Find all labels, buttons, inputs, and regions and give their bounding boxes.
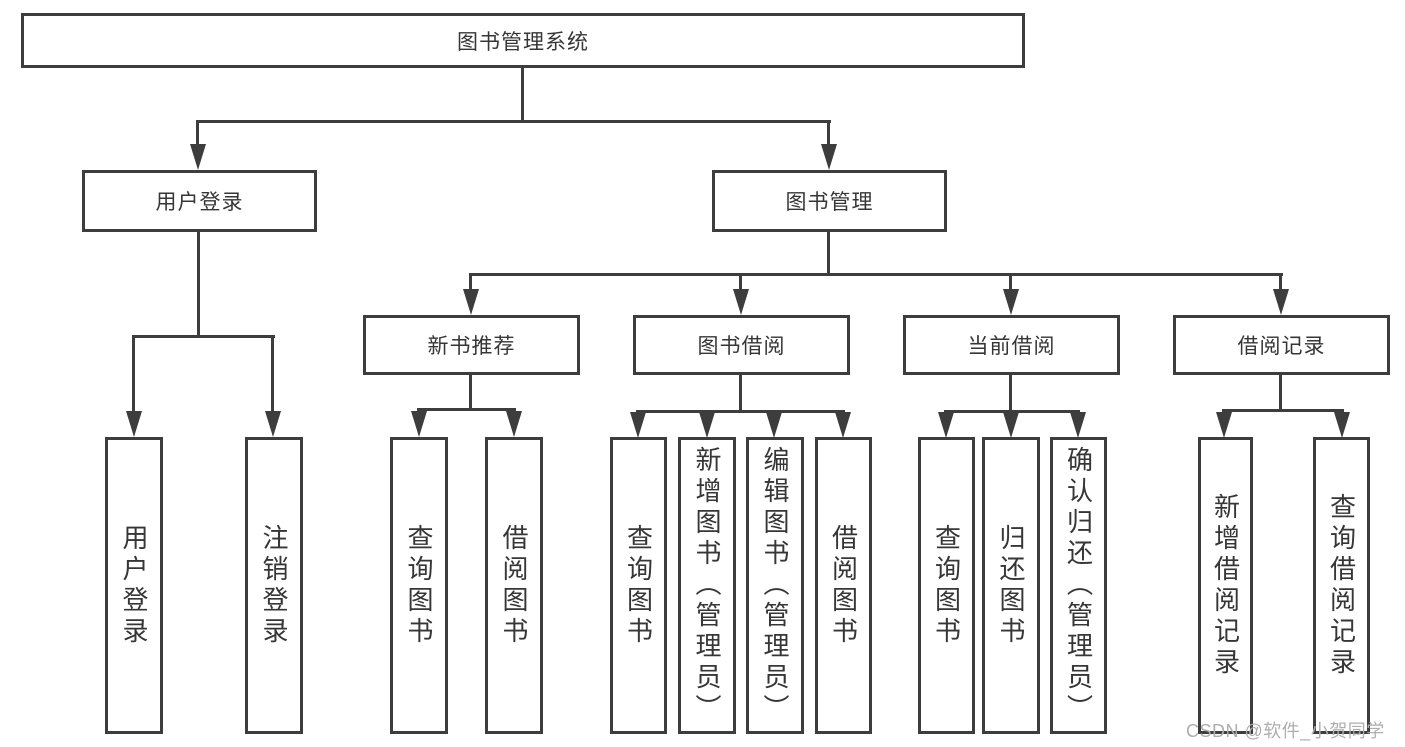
connector-user-login-drop bbox=[197, 232, 200, 335]
node-borrow-records-label: 借阅记录 bbox=[1237, 335, 1326, 358]
arrow-down-icon bbox=[190, 144, 206, 170]
connector-stem-leaf-logout bbox=[271, 335, 274, 413]
arrow-down-icon bbox=[821, 144, 837, 170]
arrow-down-icon bbox=[463, 289, 479, 315]
arrow-down-icon bbox=[630, 412, 646, 438]
node-book-borrow-label: 图书借阅 bbox=[697, 335, 786, 358]
node-root: 图书管理系统 bbox=[21, 13, 1025, 68]
node-new-book-recommend: 新书推荐 bbox=[363, 315, 580, 375]
arrow-down-icon bbox=[1273, 289, 1289, 315]
leaf-user-login-label: 用户登录 bbox=[119, 523, 149, 648]
leaf-cb-query-books-label: 查询图书 bbox=[931, 523, 962, 648]
connector-borrow-records-branch bbox=[1222, 409, 1344, 412]
connector-stem-book-borrow bbox=[739, 273, 742, 291]
arrow-down-icon bbox=[835, 412, 851, 438]
connector-stem-new-books bbox=[469, 273, 472, 291]
leaf-cb-confirm-return-admin-label: 确认归还（管理员） bbox=[1063, 446, 1094, 725]
arrow-down-icon bbox=[1003, 412, 1019, 438]
leaf-cb-return-books: 归还图书 bbox=[982, 437, 1040, 734]
leaf-user-login: 用户登录 bbox=[105, 437, 163, 734]
node-borrow-records: 借阅记录 bbox=[1173, 315, 1390, 375]
leaf-bb-query-books-label: 查询图书 bbox=[623, 523, 654, 648]
arrow-down-icon bbox=[506, 411, 522, 437]
node-root-label: 图书管理系统 bbox=[457, 30, 589, 54]
arrow-down-icon bbox=[766, 412, 782, 438]
node-book-borrow: 图书借阅 bbox=[633, 315, 850, 375]
leaf-cb-query-books: 查询图书 bbox=[918, 437, 975, 734]
connector-current-borrow-drop bbox=[1009, 375, 1012, 410]
leaf-bb-add-books-admin-label: 新增图书（管理员） bbox=[692, 446, 722, 725]
arrow-down-icon bbox=[1070, 412, 1086, 438]
arrow-down-icon bbox=[938, 412, 954, 438]
leaf-nb-query-books: 查询图书 bbox=[390, 437, 448, 734]
connector-new-books-branch bbox=[418, 408, 516, 411]
connector-current-borrow-branch bbox=[945, 410, 1080, 413]
arrow-down-icon bbox=[265, 411, 281, 437]
leaf-logout: 注销登录 bbox=[245, 437, 303, 734]
connector-stem-borrow-records bbox=[1279, 273, 1282, 291]
leaf-bb-add-books-admin: 新增图书（管理员） bbox=[678, 437, 736, 734]
leaf-br-add-record: 新增借阅记录 bbox=[1198, 437, 1253, 734]
connector-book-mgmt-branch bbox=[470, 273, 1283, 276]
node-book-management-label: 图书管理 bbox=[785, 191, 874, 214]
leaf-bb-edit-books-admin-label: 编辑图书（管理员） bbox=[760, 446, 790, 725]
csdn-watermark: CSDN @软件_小贺同学 bbox=[1186, 721, 1385, 741]
connector-new-books-drop bbox=[469, 375, 472, 408]
leaf-br-query-record: 查询借阅记录 bbox=[1313, 437, 1370, 734]
connector-user-login-branch bbox=[132, 335, 275, 338]
leaf-nb-query-books-label: 查询图书 bbox=[404, 523, 434, 648]
connector-stem-user-login bbox=[196, 120, 199, 148]
arrow-down-icon bbox=[699, 412, 715, 438]
connector-stem-leaf-user-login bbox=[132, 335, 135, 413]
connector-book-borrow-drop bbox=[739, 375, 742, 410]
leaf-bb-query-books: 查询图书 bbox=[610, 437, 667, 734]
connector-book-mgmt-drop bbox=[827, 232, 830, 273]
leaf-nb-borrow-books-label: 借阅图书 bbox=[499, 523, 529, 648]
connector-borrow-records-drop bbox=[1279, 375, 1282, 409]
node-user-login-label: 用户登录 bbox=[155, 191, 244, 214]
node-user-login: 用户登录 bbox=[82, 170, 317, 232]
node-book-management: 图书管理 bbox=[712, 170, 947, 232]
leaf-logout-label: 注销登录 bbox=[259, 523, 289, 648]
connector-stem-current-borrow bbox=[1009, 273, 1012, 291]
arrow-down-icon bbox=[126, 411, 142, 437]
arrow-down-icon bbox=[733, 289, 749, 315]
leaf-bb-borrow-books-label: 借阅图书 bbox=[828, 523, 859, 648]
node-current-borrow: 当前借阅 bbox=[903, 315, 1120, 375]
leaf-cb-return-books-label: 归还图书 bbox=[996, 523, 1026, 648]
leaf-bb-borrow-books: 借阅图书 bbox=[815, 437, 872, 734]
node-current-borrow-label: 当前借阅 bbox=[967, 335, 1056, 358]
connector-book-borrow-branch bbox=[637, 410, 845, 413]
arrow-down-icon bbox=[1334, 412, 1350, 438]
arrow-down-icon bbox=[411, 411, 427, 437]
leaf-br-add-record-label: 新增借阅记录 bbox=[1210, 492, 1241, 679]
arrow-down-icon bbox=[1003, 289, 1019, 315]
connector-stem-book-mgmt bbox=[827, 120, 830, 148]
arrow-down-icon bbox=[1216, 412, 1232, 438]
connector-root-drop bbox=[521, 68, 524, 120]
leaf-nb-borrow-books: 借阅图书 bbox=[485, 437, 543, 734]
leaf-bb-edit-books-admin: 编辑图书（管理员） bbox=[746, 437, 804, 734]
node-new-book-recommend-label: 新书推荐 bbox=[427, 335, 516, 358]
connector-root-branch bbox=[197, 120, 831, 123]
leaf-cb-confirm-return-admin: 确认归还（管理员） bbox=[1050, 437, 1107, 734]
leaf-br-query-record-label: 查询借阅记录 bbox=[1326, 492, 1357, 679]
